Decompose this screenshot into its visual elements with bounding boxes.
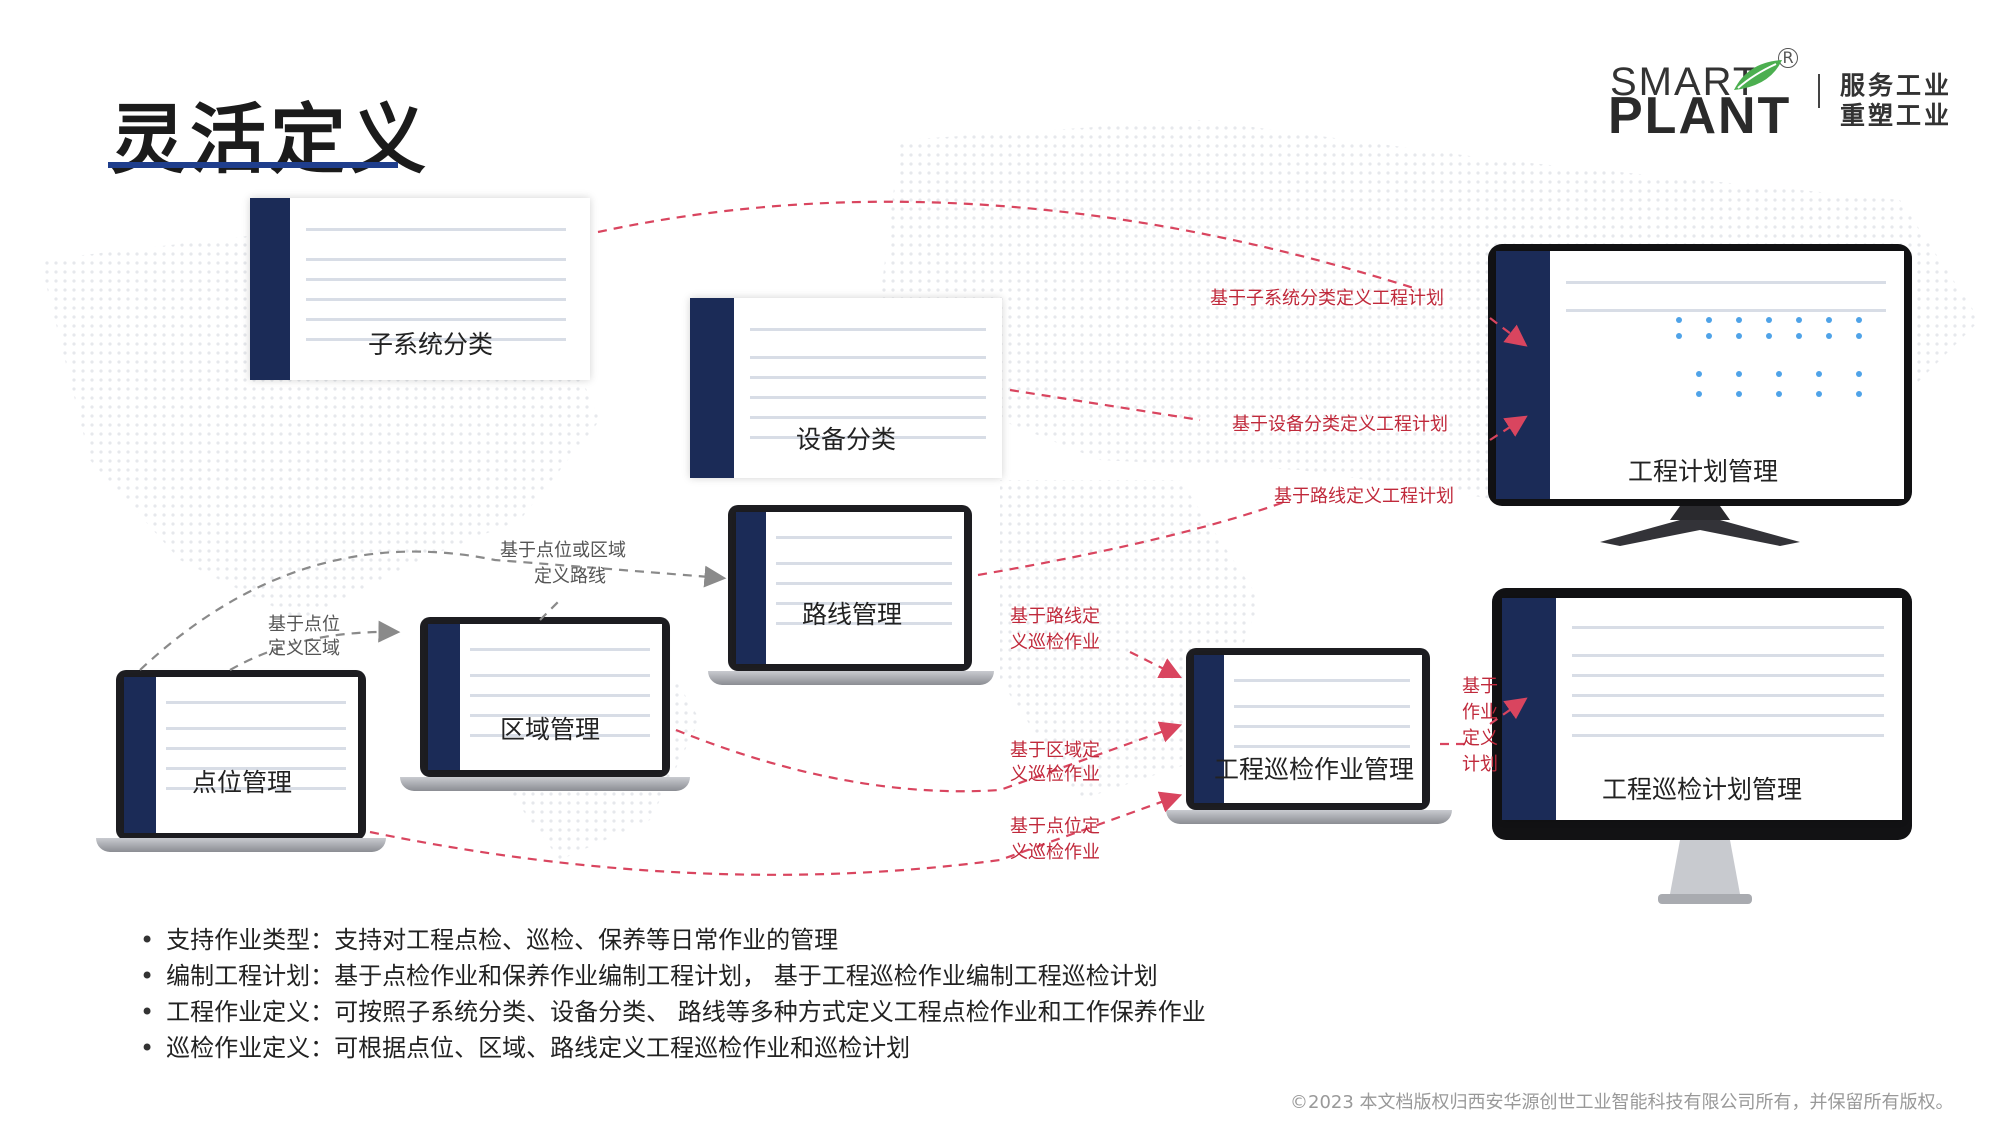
label-task-plan-3: 定义: [1462, 728, 1498, 749]
page-title: 灵活定义: [110, 95, 430, 184]
label-point-task-1: 基于点位定: [1010, 816, 1100, 837]
label-task-plan-1: 基于: [1462, 676, 1498, 697]
logo-smart-text: SMART: [1610, 60, 1760, 104]
label-route-task-2: 义巡检作业: [1010, 632, 1100, 653]
logo-separator: [1818, 74, 1820, 108]
area-caption: 区域管理: [500, 715, 601, 744]
equipment-caption: 设备分类: [796, 425, 897, 454]
inspection-task-screenshot: [1194, 655, 1422, 803]
inspection-plan-caption: 工程巡检计划管理: [1602, 775, 1803, 804]
logo-plant-text: PLANT: [1608, 87, 1792, 145]
label-task-plan-2: 作业: [1462, 702, 1498, 723]
eng-plan-screenshot: [1496, 251, 1904, 499]
label-by-subsystem: 基于子系统分类定义工程计划: [1210, 288, 1444, 309]
inspection-plan-screenshot: [1502, 598, 1902, 820]
tv-stand: [1600, 506, 1800, 546]
equipment-screenshot: [690, 298, 1002, 478]
eng-plan-caption: 工程计划管理: [1628, 457, 1779, 486]
point-screenshot: [124, 677, 358, 833]
point-laptop-base: [96, 838, 386, 852]
inspection-task-caption: 工程巡检作业管理: [1214, 755, 1415, 784]
label-area-task-2: 义巡检作业: [1010, 764, 1100, 785]
subsystem-caption: 子系统分类: [368, 330, 494, 359]
label-route-task-1: 基于路线定: [1010, 606, 1100, 627]
label-by-route: 基于路线定义工程计划: [1274, 486, 1454, 507]
route-caption: 路线管理: [802, 600, 903, 629]
route-screenshot: [736, 512, 964, 664]
label-point-area-route-2: 定义路线: [534, 566, 606, 587]
bullet-item: 编制工程计划：基于点检作业和保养作业编制工程计划， 基于工程巡检作业编制工程巡检…: [140, 958, 1206, 994]
subsystem-screenshot: [250, 198, 590, 380]
label-task-plan-4: 计划: [1462, 754, 1498, 775]
label-point-area-2: 定义区域: [268, 638, 340, 659]
route-laptop-base: [708, 671, 994, 685]
area-laptop-base: [400, 777, 690, 791]
registered-icon: R: [1778, 48, 1798, 68]
slogan-line-1: 服务工业: [1840, 71, 1953, 100]
bullet-item: 支持作业类型：支持对工程点检、巡检、保养等日常作业的管理: [140, 922, 1206, 958]
label-point-area-route-1: 基于点位或区域: [500, 540, 626, 561]
copyright-footer: ©2023 本文档版权归西安华源创世工业智能科技有限公司所有，并保留所有版权。: [1290, 1092, 1954, 1113]
area-screenshot: [428, 624, 662, 770]
imac-stand: [1658, 840, 1752, 904]
leaf-logo-icon: [1734, 60, 1782, 90]
label-by-equipment: 基于设备分类定义工程计划: [1232, 414, 1448, 435]
point-caption: 点位管理: [192, 768, 293, 797]
label-area-task-1: 基于区域定: [1010, 740, 1100, 761]
title-underline: [108, 162, 398, 168]
bullet-item: 工程作业定义：可按照子系统分类、设备分类、 路线等多种方式定义工程点检作业和工作…: [140, 994, 1206, 1030]
inspection-task-laptop-base: [1166, 810, 1452, 824]
feature-bullet-list: 支持作业类型：支持对工程点检、巡检、保养等日常作业的管理 编制工程计划：基于点检…: [140, 922, 1206, 1066]
label-point-area-1: 基于点位: [268, 614, 340, 635]
bullet-item: 巡检作业定义：可根据点位、区域、路线定义工程巡检作业和巡检计划: [140, 1030, 1206, 1066]
slogan-line-2: 重塑工业: [1840, 101, 1953, 130]
label-point-task-2: 义巡检作业: [1010, 842, 1100, 863]
